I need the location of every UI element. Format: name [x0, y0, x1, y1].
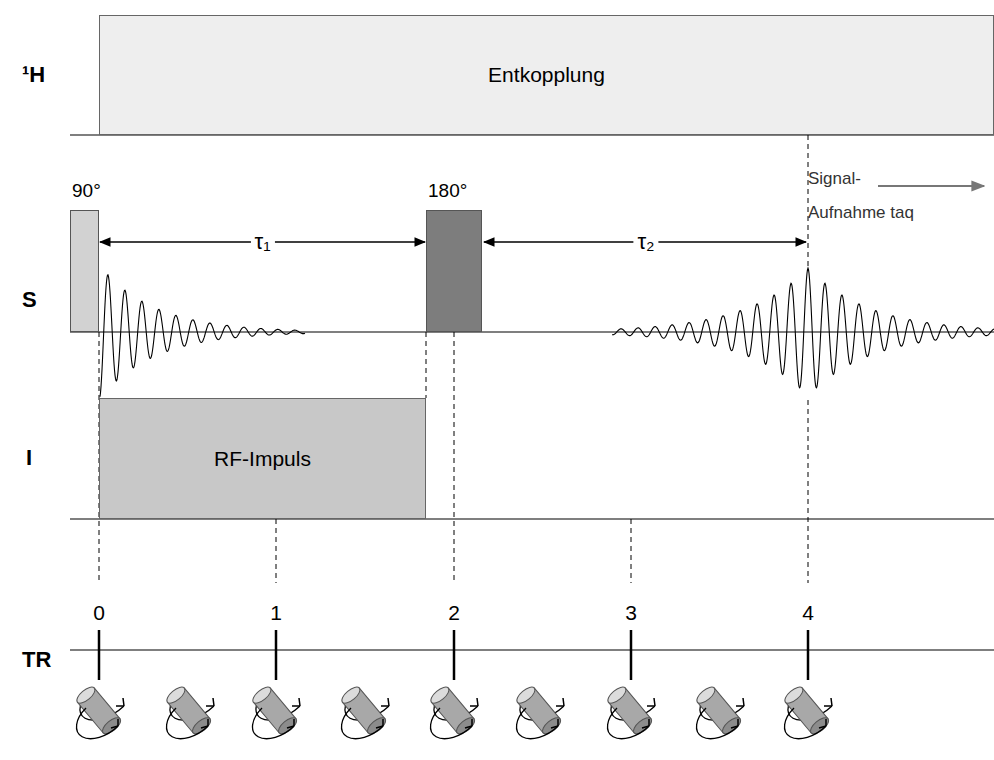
rotor-period-number: 1 — [270, 602, 282, 623]
rf-pulse-box: RF-Impuls — [99, 398, 426, 519]
echo-signal — [612, 268, 994, 388]
box-label: Entkopplung — [488, 63, 605, 87]
rotor-period-number: 3 — [625, 602, 637, 623]
channel-label: I — [26, 447, 32, 469]
tr-axis — [70, 649, 994, 650]
rotor-icons — [74, 684, 832, 738]
rotor-period-number: 4 — [802, 602, 814, 623]
fid-signal — [100, 275, 305, 397]
delay-label: τ₁ — [250, 231, 274, 253]
pulse-angle: 180° — [428, 180, 467, 202]
acquisition-arrow — [878, 185, 984, 187]
pulse-rect — [70, 210, 99, 332]
tr-ticks — [99, 630, 808, 680]
pulse-angle: 90° — [72, 180, 101, 202]
rotor-period-number: 0 — [93, 602, 105, 623]
acquisition-label: Aufnahme taq — [808, 204, 914, 221]
delay-label: τ₂ — [633, 231, 658, 253]
rotor-period-number: 2 — [448, 602, 460, 623]
decoupling-box: Entkopplung — [99, 15, 994, 135]
axis-label: TR — [22, 649, 51, 671]
pulse-rect — [426, 210, 482, 332]
pulse-180: 180° — [426, 180, 482, 332]
acquisition-label: Signal- — [808, 170, 861, 187]
box-label: RF-Impuls — [214, 447, 311, 471]
channel-label: ¹H — [22, 64, 45, 86]
pulse-90: 90° — [70, 180, 99, 332]
timing-lines — [99, 135, 808, 583]
channel-label: S — [22, 289, 37, 311]
s-baseline — [70, 331, 994, 332]
